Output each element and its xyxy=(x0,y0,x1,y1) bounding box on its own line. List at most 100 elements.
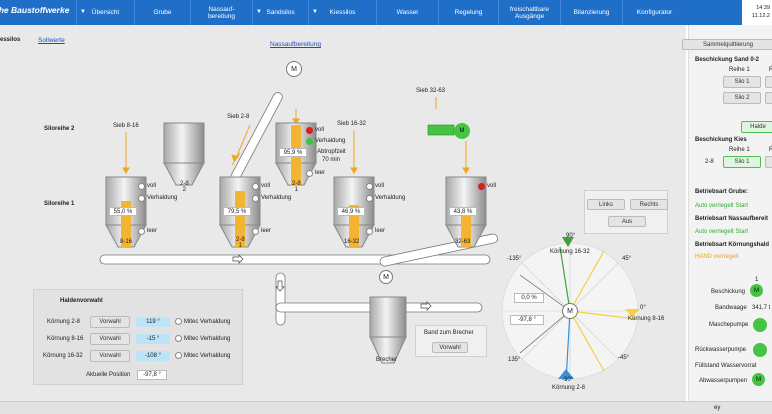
sieb-8-16-label: Sieb 8-16 xyxy=(113,123,139,129)
sieve-32-63-feeder xyxy=(427,124,455,136)
chevron-down-icon: ▼ xyxy=(312,9,318,15)
rechts-button[interactable]: Rechts xyxy=(630,199,668,210)
vorwahl-8-16-button[interactable]: Vorwahl xyxy=(90,333,130,345)
drive-direction-panel xyxy=(584,190,668,234)
betriebsart-grube-label: Betriebsart Grube: xyxy=(695,189,749,195)
nav-nassaufbereitung[interactable]: Nassauf- bereitung xyxy=(190,0,252,25)
aktuelle-position-value: -97,8 ° xyxy=(137,370,167,380)
mitec-16-32-radio[interactable] xyxy=(175,352,182,359)
koernung-16-32-label: Körnung 16-32 xyxy=(43,353,83,359)
nav-label: Konfigurator xyxy=(636,9,673,16)
page-title: essilos xyxy=(0,37,21,43)
band-vorwahl-button[interactable]: Vorwahl xyxy=(432,342,468,353)
sollwerte-link[interactable]: Sollwerte xyxy=(38,37,65,44)
nav-wasser[interactable]: Wasser xyxy=(376,0,438,25)
verhaldung-indicator xyxy=(252,195,259,202)
sand-r-label: R xyxy=(769,67,772,73)
leer-label: leer xyxy=(375,228,386,234)
leer-indicator xyxy=(252,228,259,235)
silo-2-8-1-level: 79,5 % xyxy=(223,207,251,216)
sieb-32-63-label: Sieb 32-63 xyxy=(416,88,446,94)
nassaufbereitung-motor[interactable]: M xyxy=(286,61,302,77)
belt-direction-arrows xyxy=(232,254,432,311)
dial-angle: -97,8 ° xyxy=(510,315,544,325)
siloreihe-1-label: Siloreihe 1 xyxy=(44,201,75,207)
mitec-8-16-radio[interactable] xyxy=(175,335,182,342)
koernung-8-16-label: Körnung 8-16 xyxy=(47,336,84,342)
sand-silo-col2-row2-button[interactable] xyxy=(765,92,772,104)
band-motor[interactable]: M xyxy=(379,270,393,284)
fuellstand-label: Füllstand Wasservorrat xyxy=(695,363,757,369)
dial-motor[interactable]: M xyxy=(562,303,578,319)
sand-reihe-label: Reihe 1 xyxy=(729,67,750,73)
nav-label: freischaltbare Ausgänge xyxy=(509,5,550,20)
kies-silo-1-button[interactable]: Silo 1 xyxy=(723,156,761,168)
bandwaage-value: 341,7 t xyxy=(752,305,771,311)
dial-label-0: 0° xyxy=(640,305,646,311)
nassaufbereitung-link[interactable]: Nassaufbereitung xyxy=(270,41,321,48)
nav-freischaltbare-ausgaenge[interactable]: freischaltbare Ausgänge xyxy=(498,0,560,25)
aus-button[interactable]: Aus xyxy=(608,216,646,227)
links-button[interactable]: Links xyxy=(587,199,625,210)
sand-silo-1-button[interactable]: Silo 1 xyxy=(723,76,761,88)
sieb-32-63-motor[interactable]: M xyxy=(454,123,470,139)
halde-button[interactable]: Halde xyxy=(741,121,772,133)
maschepumpe-indicator[interactable] xyxy=(753,318,767,332)
silo-name: 2-8 2 xyxy=(180,181,189,193)
abwasserpumpen-label: Abwasserpumpen xyxy=(699,378,748,384)
vorwahl-2-8-button[interactable]: Vorwahl xyxy=(90,316,130,328)
nav-uebersicht[interactable]: ▼Übersicht xyxy=(76,0,134,25)
leer-label: leer xyxy=(315,170,326,176)
nav-label: Grube xyxy=(153,9,172,16)
voll-label: voll xyxy=(147,183,157,189)
sand-silo-2-button[interactable]: Silo 2 xyxy=(723,92,761,104)
sieve-feed-arrows xyxy=(122,97,470,174)
koernung-2-8-label: Körnung 2-8 xyxy=(47,319,81,325)
voll-indicator xyxy=(138,183,145,190)
leer-label: leer xyxy=(147,228,158,234)
verhaldung-label: Verhaldung xyxy=(147,195,178,201)
beschickung-motor[interactable]: M xyxy=(750,284,763,297)
leer-indicator xyxy=(306,170,313,177)
vorwahl-16-32-button[interactable]: Vorwahl xyxy=(90,350,130,362)
silo-row2-2-8-2 xyxy=(163,122,205,186)
nav-label: Übersicht xyxy=(91,9,120,16)
verhaldung-label: Verhaldung xyxy=(375,195,406,201)
abwasserpumpe-motor[interactable]: M xyxy=(752,373,765,386)
kies-reihe-label: Reihe 1 xyxy=(729,147,750,153)
brecher-crusher xyxy=(369,296,407,364)
verhaldung-indicator xyxy=(366,195,373,202)
nav-regelung[interactable]: Regelung xyxy=(438,0,498,25)
nav-konfigurator[interactable]: Konfigurator xyxy=(622,0,686,25)
betriebsart-koernung-value: HAND verriegelt xyxy=(695,254,739,260)
chevron-down-icon: ▼ xyxy=(256,9,262,15)
sammelquittierung-button[interactable]: Sammelquittierung xyxy=(682,39,772,50)
silo-name: 2-8 1 xyxy=(236,237,245,249)
nav-grube[interactable]: Grube xyxy=(134,0,190,25)
sand-silo-col2-button[interactable] xyxy=(765,76,772,88)
nav-sandsilos[interactable]: ▼Sandsilos xyxy=(252,0,308,25)
kies-silo-col2-button[interactable] xyxy=(765,156,772,168)
dial-label-koernung-2-8: Körnung 2-8 xyxy=(552,385,586,391)
mitec-2-8-radio[interactable] xyxy=(175,318,182,325)
siloreihe-2-label: Siloreihe 2 xyxy=(44,126,75,132)
haldenvorwahl-title: Haldenvorwahl xyxy=(60,298,103,304)
dial-label-minus-135: -135° xyxy=(507,256,522,262)
sieb-2-8-label: Sieb 2-8 xyxy=(227,114,250,120)
voll-label: voll xyxy=(487,183,497,189)
nav-bilanzierung[interactable]: Bilanzierung xyxy=(560,0,622,25)
nav-kiessilos[interactable]: ▼Kiessilos xyxy=(308,0,376,25)
silo-name: 32-63 xyxy=(455,239,471,245)
band-zum-brecher-title: Band zum Brecher xyxy=(424,330,474,336)
silo-16-32-level: 46,9 % xyxy=(337,207,365,216)
nav-label: Bilanzierung xyxy=(573,9,610,16)
leer-indicator xyxy=(138,228,145,235)
silo-name: 16-32 xyxy=(344,239,360,245)
betriebsart-koernung-label: Betriebsart Körnungshald xyxy=(695,242,770,248)
brecher-label: Brecher xyxy=(376,357,398,363)
rueckwasserpumpe-indicator[interactable] xyxy=(753,343,767,357)
band-zum-brecher-panel xyxy=(415,325,487,357)
silo-8-16-level: 55,0 % xyxy=(109,207,137,216)
silo-row1-8-16 xyxy=(105,176,147,248)
betriebsart-nass-label: Betriebsart Nassaufbereit xyxy=(695,216,769,222)
